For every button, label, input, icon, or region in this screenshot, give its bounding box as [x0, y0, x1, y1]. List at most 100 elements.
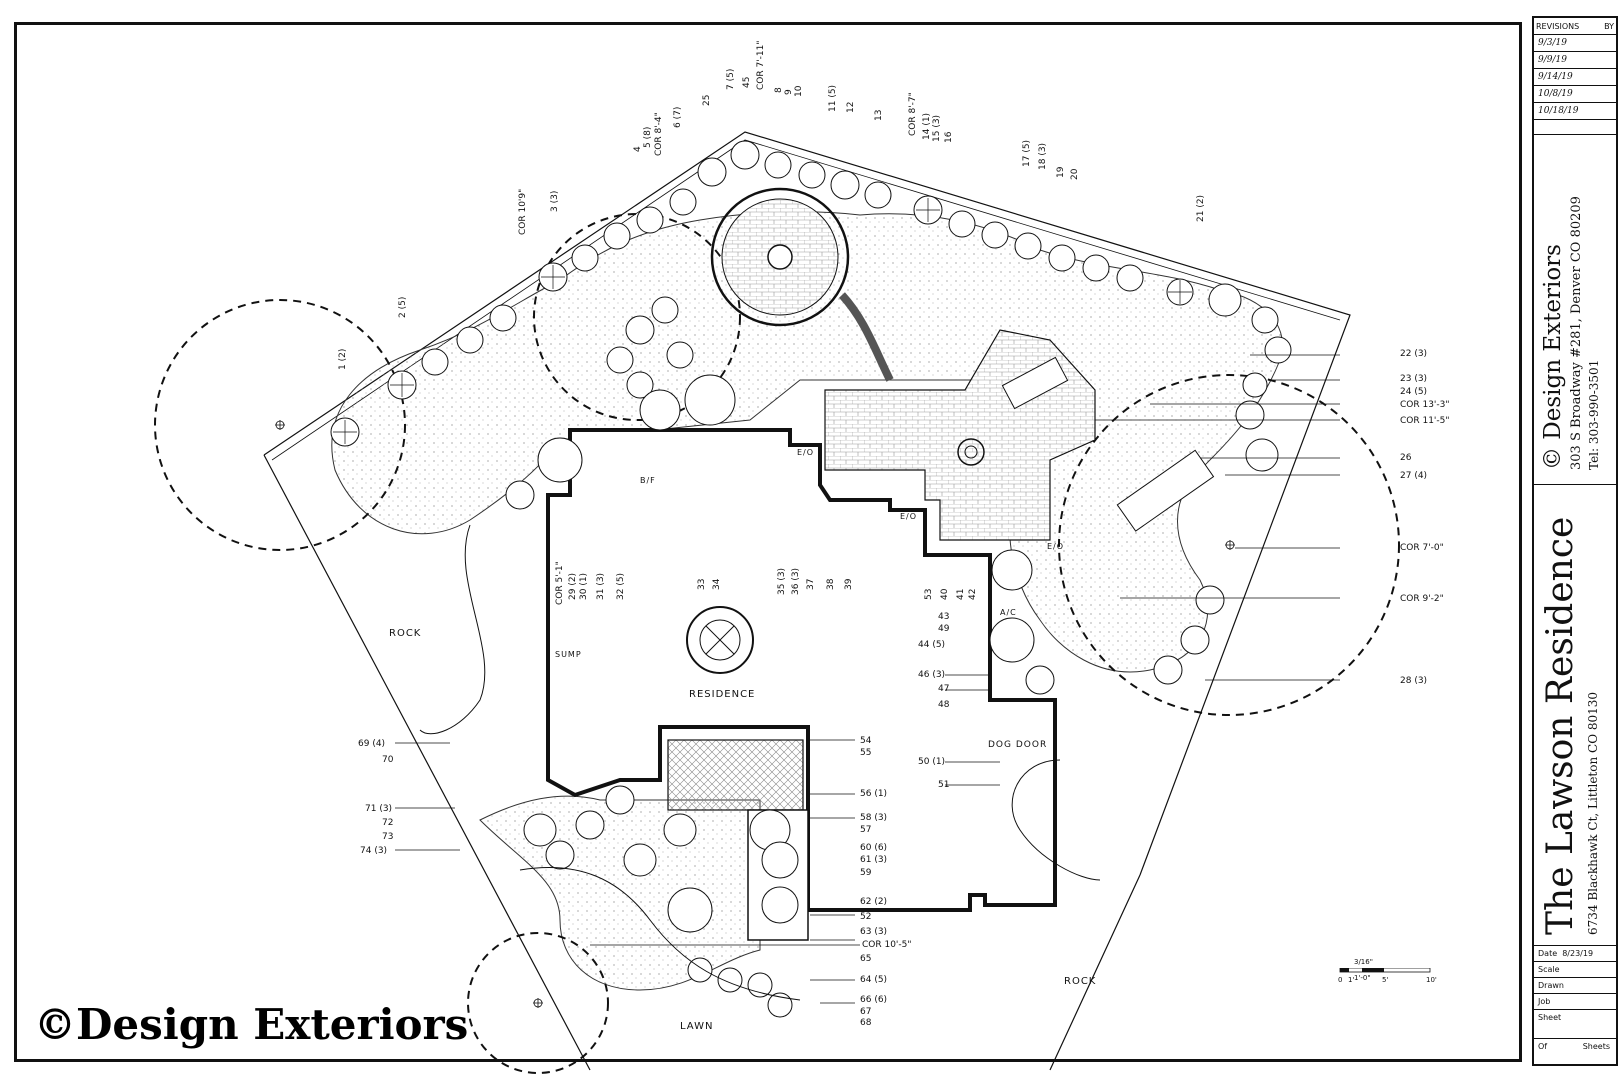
rock-label-left: ROCK [389, 628, 422, 639]
company-phone: Tel: 303-990-3501 [1587, 359, 1601, 470]
callout: 66 (6) [860, 995, 888, 1005]
eo-label-2: E/O [900, 512, 918, 521]
callout: 2 (5) [398, 296, 408, 318]
callout: 44 (5) [918, 640, 946, 650]
callout: 47 [938, 684, 950, 694]
drawn-label: Drawn [1538, 981, 1564, 990]
callout: 18 (3) [1038, 142, 1048, 170]
callout: 33 [697, 578, 707, 590]
callout: COR 7'-11" [756, 40, 766, 90]
round-patio [710, 187, 894, 382]
callout: 3 (3) [550, 190, 560, 212]
callout: 23 (3) [1400, 374, 1428, 384]
callout: 5 (8) [643, 126, 653, 148]
project-address: 6734 Blackhawk Ct, Littleton CO 80130 [1586, 691, 1600, 935]
by-header: BY [1604, 21, 1614, 31]
firepit [957, 438, 985, 466]
callout: 27 (4) [1400, 471, 1428, 481]
landscape-plan [154, 131, 1400, 1074]
drawing-frame [14, 22, 1522, 1062]
callout: 14 (1) [922, 112, 932, 140]
callout: 58 (3) [860, 813, 888, 823]
scale-tick: 1' [1348, 976, 1355, 984]
callout: 10 [794, 85, 804, 97]
revisions-header-row: REVISIONS BY [1532, 18, 1618, 35]
scale-tick: 0 [1338, 976, 1343, 984]
job-field: Job [1534, 993, 1616, 1009]
north-arrow [686, 606, 754, 674]
callout: 55 [860, 748, 872, 758]
callout: 16 [944, 131, 954, 143]
callout: 35 (3) [777, 567, 787, 595]
callout: 39 [844, 578, 854, 590]
lawn-label: LAWN [680, 1021, 714, 1032]
callout: 34 [712, 578, 722, 590]
covered-porch [667, 739, 804, 811]
revisions-header: REVISIONS [1536, 21, 1580, 31]
callout: 52 [860, 912, 872, 922]
callout: 61 (3) [860, 855, 888, 865]
title-block [1532, 16, 1618, 1066]
callout: 30 (1) [579, 572, 589, 600]
revision-row: 9/3/19 [1532, 35, 1618, 52]
callout: 40 [940, 588, 950, 600]
sheets-field: Of Sheets [1534, 1038, 1616, 1054]
callout: 50 (1) [918, 757, 946, 767]
callout: 29 (2) [568, 572, 578, 600]
callout: 19 [1056, 166, 1066, 178]
callout: 11 (5) [828, 84, 838, 112]
callout: 67 [860, 1007, 872, 1017]
callout: COR 11'-5" [1400, 416, 1450, 426]
callout: 21 (2) [1196, 194, 1206, 222]
sheet-label: Sheet [1538, 1013, 1562, 1022]
callout: 38 [826, 578, 836, 590]
callout: 8 [774, 87, 784, 93]
project-title: The Lawson Residence [1540, 516, 1581, 935]
revision-row: 10/18/19 [1532, 103, 1618, 120]
callout: 7 (5) [726, 68, 736, 90]
callout: COR 13'-3" [1400, 400, 1450, 410]
callout: 26 [1400, 453, 1412, 463]
callout: 9 [784, 89, 794, 95]
drawn-field: Drawn [1534, 977, 1616, 993]
callout: COR 8'-4" [654, 112, 664, 156]
callout: 65 [860, 954, 872, 964]
callout: COR 10'-5" [862, 940, 912, 950]
company-name: © Design Exteriors [1540, 244, 1566, 470]
rock-label-bottom: ROCK [1064, 976, 1097, 987]
callout: 60 (6) [860, 843, 888, 853]
callout: 74 (3) [360, 846, 388, 856]
property-line [263, 131, 1351, 1071]
callout: 4 [633, 146, 643, 152]
callout: 24 (5) [1400, 387, 1428, 397]
shrub-symbols [330, 140, 1292, 1018]
date-field: Date 8/23/19 [1534, 945, 1616, 961]
callout: 17 (5) [1022, 139, 1032, 167]
callout: 45 [742, 76, 752, 88]
callout: 64 (5) [860, 975, 888, 985]
job-label: Job [1538, 997, 1551, 1006]
dining-table [1001, 356, 1215, 532]
callout: 20 [1070, 168, 1080, 180]
callout: 43 [938, 612, 950, 622]
callout: 12 [846, 101, 856, 113]
callout: 63 (3) [860, 927, 888, 937]
residence-label: RESIDENCE [689, 689, 756, 700]
callout: 59 [860, 868, 872, 878]
date-value: 8/23/19 [1562, 949, 1594, 958]
callout: 69 (4) [358, 739, 386, 749]
eo-label-3: E/O [1047, 542, 1065, 551]
callout: 51 [938, 780, 950, 790]
scale-tick: 10' [1426, 976, 1437, 984]
callout: 28 (3) [1400, 676, 1428, 686]
revision-row: 10/8/19 [1532, 86, 1618, 103]
callout: 13 [874, 109, 884, 121]
callout: 70 [382, 755, 394, 765]
callout: 42 [968, 588, 978, 600]
callout: 1 (2) [338, 348, 348, 370]
callout: 22 (3) [1400, 349, 1428, 359]
callout: 73 [382, 832, 394, 842]
callout: 32 (5) [616, 572, 626, 600]
callout: 62 (2) [860, 897, 888, 907]
dog-door-label: DOG DOOR [988, 740, 1048, 750]
